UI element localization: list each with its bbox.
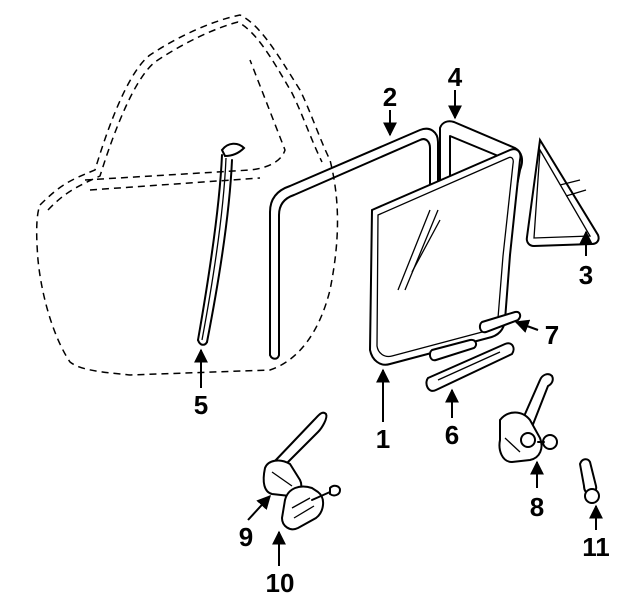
callout-4: 4 (448, 62, 463, 92)
part-6-sash-channel (425, 342, 515, 392)
part-11-crank-handle (578, 458, 600, 504)
leader-lines (194, 90, 603, 566)
callout-5: 5 (194, 390, 208, 420)
part-1-door-glass (368, 148, 522, 366)
callout-7: 7 (545, 320, 559, 350)
part-3-quarter-glass (525, 137, 600, 248)
callout-1: 1 (376, 424, 390, 454)
callout-8: 8 (530, 492, 544, 522)
callout-6: 6 (445, 420, 459, 450)
leader-9 (247, 494, 271, 521)
door-shell-outline (35, 14, 339, 376)
part-7-guide-strip (428, 310, 522, 362)
leader-7 (514, 319, 539, 333)
part-10-regulator-motor (280, 484, 342, 531)
part-8-window-regulator (498, 373, 558, 464)
callout-10: 10 (266, 568, 295, 598)
part-2-glass-run (269, 127, 439, 360)
callout-2: 2 (383, 82, 397, 112)
part-9-power-regulator (262, 411, 328, 498)
callout-labels: 1 2 3 4 5 6 7 8 9 10 11 (194, 62, 610, 598)
part-5-run-channel (197, 142, 246, 346)
callout-9: 9 (239, 522, 253, 552)
callout-3: 3 (579, 260, 593, 290)
callout-11: 11 (582, 532, 610, 562)
